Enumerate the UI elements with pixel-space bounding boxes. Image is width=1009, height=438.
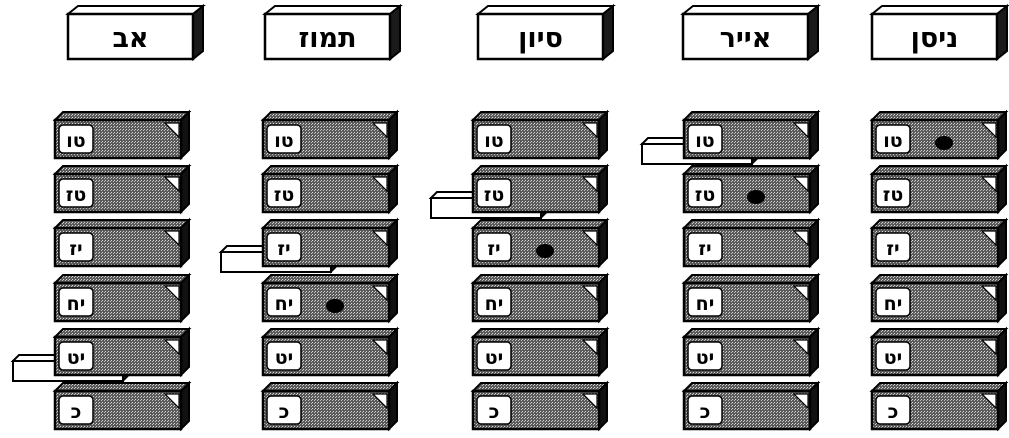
day-label: טו	[484, 130, 503, 152]
day-block: יז	[869, 217, 1009, 269]
day-label: כ	[489, 401, 500, 423]
marker-dot	[935, 136, 953, 150]
day-label: יט	[275, 347, 294, 369]
day-label: יח	[275, 293, 294, 315]
day-block: טז	[52, 163, 192, 215]
day-block: יח	[52, 272, 192, 324]
day-block: כ	[52, 380, 192, 432]
day-label: יט	[485, 347, 504, 369]
day-block: יח	[869, 272, 1009, 324]
day-block: כ	[681, 380, 821, 432]
day-block: יז	[470, 217, 610, 269]
marker-dot	[747, 190, 765, 204]
month-column: אב טו טז יז יח יט כ	[10, 3, 206, 432]
marker-dot	[536, 244, 554, 258]
day-block: כ	[869, 380, 1009, 432]
day-block-pulled-out: טו	[639, 109, 821, 166]
month-column: סיון טו טז יז יח יט כ	[428, 3, 616, 432]
day-label: יט	[67, 347, 86, 369]
month-label: סיון	[518, 23, 563, 54]
day-label: כ	[71, 401, 82, 423]
day-label: יט	[696, 347, 715, 369]
day-block: טו	[470, 109, 610, 161]
day-label: יז	[886, 238, 899, 260]
day-block: טז	[869, 163, 1009, 215]
marker-dot	[326, 299, 344, 313]
day-block: יט	[470, 326, 610, 378]
month-header: ניסן	[869, 3, 1009, 62]
day-block-pulled-out: יז	[218, 217, 400, 274]
day-label: יז	[69, 238, 82, 260]
day-block: טו	[260, 109, 400, 161]
day-label: יח	[884, 293, 903, 315]
month-label: אב	[112, 23, 148, 54]
month-column: ניסן טו טז יז יח יט כ	[869, 3, 1009, 432]
day-label: יט	[884, 347, 903, 369]
day-block-pulled-out: טז	[428, 163, 610, 220]
day-block: יט	[869, 326, 1009, 378]
month-column: תמוז טו טז יז יח יט כ	[218, 3, 403, 432]
day-block: טו	[52, 109, 192, 161]
day-label: יח	[67, 293, 86, 315]
day-label: כ	[279, 401, 290, 423]
day-block: יז	[681, 217, 821, 269]
month-label: תמוז	[298, 23, 356, 54]
day-label: יח	[485, 293, 504, 315]
day-block: יט	[260, 326, 400, 378]
day-block: טו	[869, 109, 1009, 161]
day-label: יז	[277, 238, 290, 260]
day-label: טז	[484, 184, 505, 206]
day-label: יז	[698, 238, 711, 260]
day-label: טו	[695, 130, 714, 152]
day-block: יט	[681, 326, 821, 378]
day-label: כ	[888, 401, 899, 423]
day-label: טו	[883, 130, 902, 152]
day-label: טז	[883, 184, 904, 206]
month-label: ניסן	[911, 23, 959, 54]
day-label: טז	[695, 184, 716, 206]
day-label: טז	[274, 184, 295, 206]
day-block: טז	[681, 163, 821, 215]
day-label: כ	[700, 401, 711, 423]
day-block: טז	[260, 163, 400, 215]
day-block: כ	[260, 380, 400, 432]
day-block: כ	[470, 380, 610, 432]
day-label: יח	[696, 293, 715, 315]
day-block: יח	[681, 272, 821, 324]
month-header: סיון	[475, 3, 616, 62]
day-label: טז	[66, 184, 87, 206]
day-label: טו	[274, 130, 293, 152]
day-label: טו	[66, 130, 85, 152]
month-header: תמוז	[262, 3, 403, 62]
day-block: יז	[52, 217, 192, 269]
month-label: אייר	[720, 23, 772, 54]
day-label: יז	[487, 238, 500, 260]
day-block: יח	[260, 272, 400, 324]
day-block: יח	[470, 272, 610, 324]
month-header: אב	[65, 3, 206, 62]
month-column: אייר טו טז יז יח יט כ	[639, 3, 821, 432]
month-header: אייר	[680, 3, 821, 62]
day-block-pulled-out: יט	[10, 326, 192, 383]
